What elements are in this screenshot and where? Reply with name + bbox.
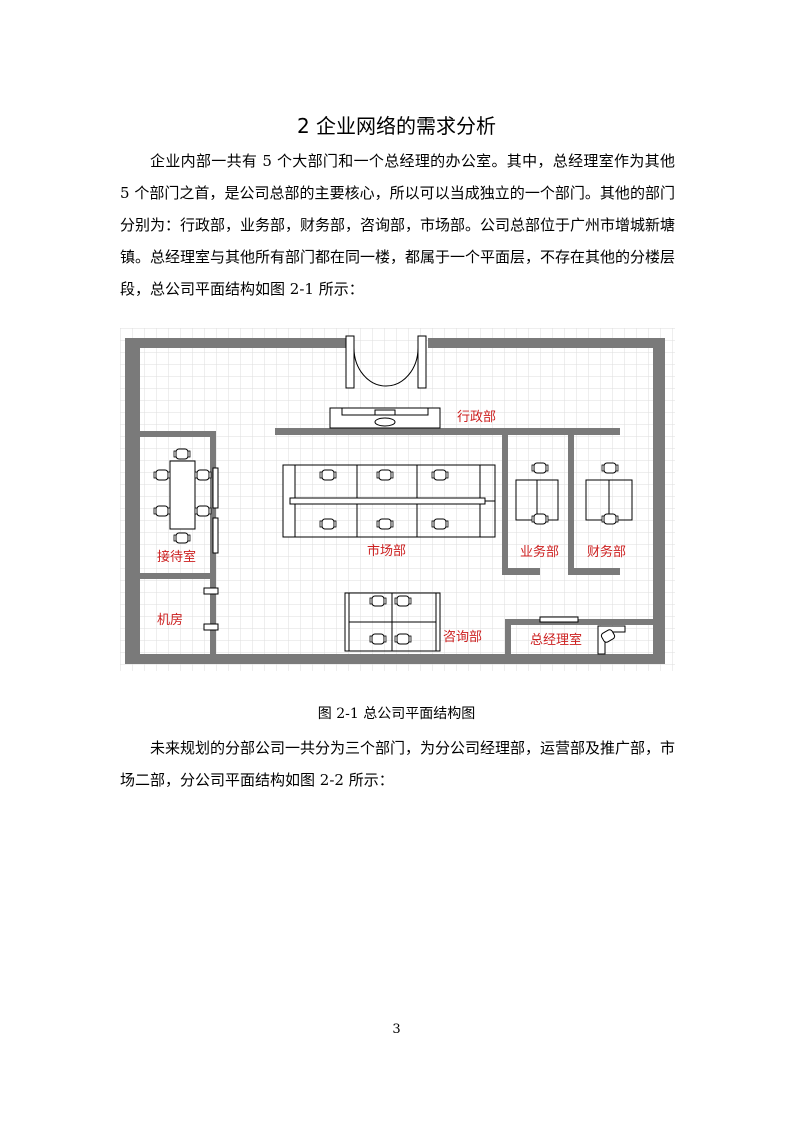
room-label-market: 市场部 xyxy=(367,543,406,559)
intro-paragraph: 企业内部一共有 5 个大部门和一个总经理的办公室。其中，总经理室作为其他 5 个… xyxy=(120,152,676,298)
room-label-finance: 财务部 xyxy=(587,544,626,560)
market-workstations xyxy=(282,464,496,538)
room-label-admin: 行政部 xyxy=(457,410,496,425)
finance-workstations xyxy=(585,462,633,525)
room-label-business: 业务部 xyxy=(520,544,559,560)
branch-paragraph: 未来规划的分部公司一共分为三个部门，为分公司经理部，运营部及推广部，市场二部，分… xyxy=(120,739,676,789)
room-label-reception: 接待室 xyxy=(157,549,196,565)
room-label-server: 机房 xyxy=(157,612,183,628)
admin-desk xyxy=(329,407,441,429)
reception-furniture xyxy=(153,448,219,554)
room-label-consulting: 咨询部 xyxy=(443,630,482,645)
figure-caption: 图 2-1 总公司平面结构图 xyxy=(317,706,476,722)
room-label-gm: 总经理室 xyxy=(530,632,582,648)
page-title: 2 企业网络的需求分析 xyxy=(296,114,497,138)
business-workstations xyxy=(515,462,559,525)
main-door xyxy=(345,335,427,389)
floor-plan-figure: 行政部 接待室 机房 市场部 xyxy=(120,328,675,671)
outer-walls xyxy=(125,338,665,664)
server-room-doors xyxy=(203,587,219,631)
page-number: 3 xyxy=(392,1022,401,1037)
consulting-workstations xyxy=(344,592,441,652)
gm-office-furniture xyxy=(539,616,626,655)
